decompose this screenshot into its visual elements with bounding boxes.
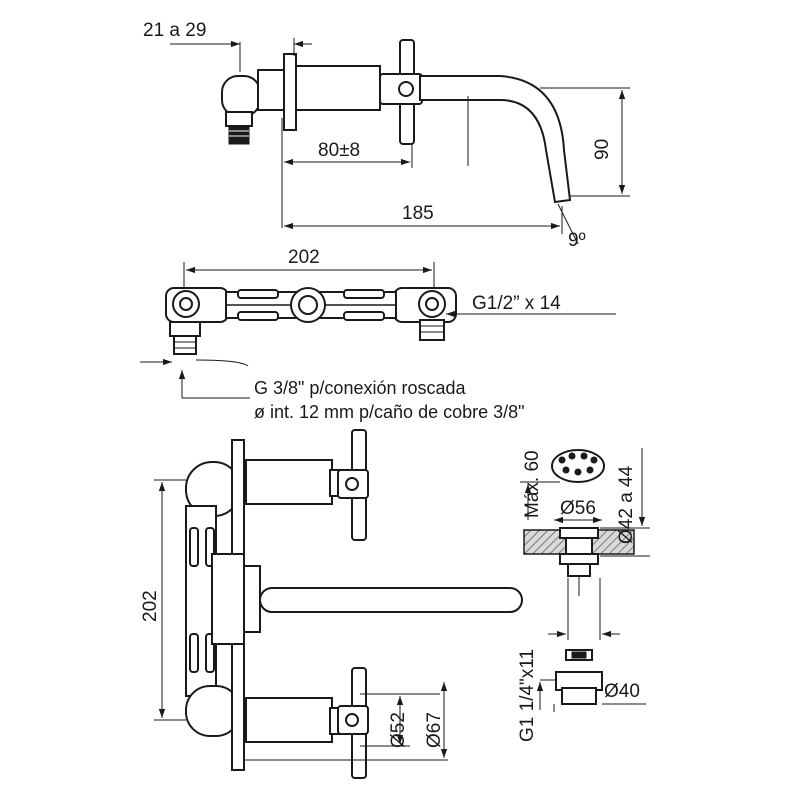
dim-thread: G1 1/4"x11 <box>517 649 538 742</box>
dim-flange-inner: Ø52 <box>388 712 409 748</box>
dim-basin-thickness: Ø42 a 44 <box>616 465 637 544</box>
dim-spout-height: 90 <box>592 139 613 160</box>
valve-bottom <box>245 667 369 779</box>
front-view: 202 Ø52 Ø67 <box>140 429 523 779</box>
dim-flange-outer: Ø67 <box>424 712 445 748</box>
dim-nut-diameter: Ø40 <box>604 681 640 702</box>
valve-body <box>295 65 381 111</box>
wall-elbow <box>221 75 261 145</box>
pop-up-cap <box>551 449 605 483</box>
top-view: 202 G1/2” x 14 <box>140 247 616 422</box>
drain-view: Máx. 60 Ø56 Ø42 a 44 Ø40 G1 1/4"x11 <box>517 448 650 742</box>
cross-handle <box>379 39 423 145</box>
dim-spout-reach: 185 <box>402 203 434 224</box>
body-connector <box>257 69 287 111</box>
dim-width: 202 <box>288 247 320 268</box>
side-view: 21 a 29 80±8 185 90 9º <box>143 20 630 251</box>
spout-front <box>259 587 523 613</box>
thread-label: G1/2” x 14 <box>472 293 561 314</box>
valve-top <box>245 429 369 541</box>
dim-max-height: Máx. 60 <box>522 450 543 518</box>
dim-wall-thickness: 21 a 29 <box>143 20 206 41</box>
dim-cap-diameter: Ø56 <box>560 498 596 519</box>
connection-note-line2: ø int. 12 mm p/caño de cobre 3/8" <box>254 402 525 422</box>
dim-height: 202 <box>140 590 161 622</box>
connection-note-line1: G 3/8" p/conexión roscada <box>254 378 467 398</box>
dim-angle: 9º <box>568 230 586 251</box>
spout-connector <box>211 553 245 645</box>
rough-in-body <box>165 287 457 355</box>
spout <box>419 75 572 204</box>
dim-depth: 80±8 <box>318 140 360 161</box>
wall-flange <box>283 53 297 131</box>
